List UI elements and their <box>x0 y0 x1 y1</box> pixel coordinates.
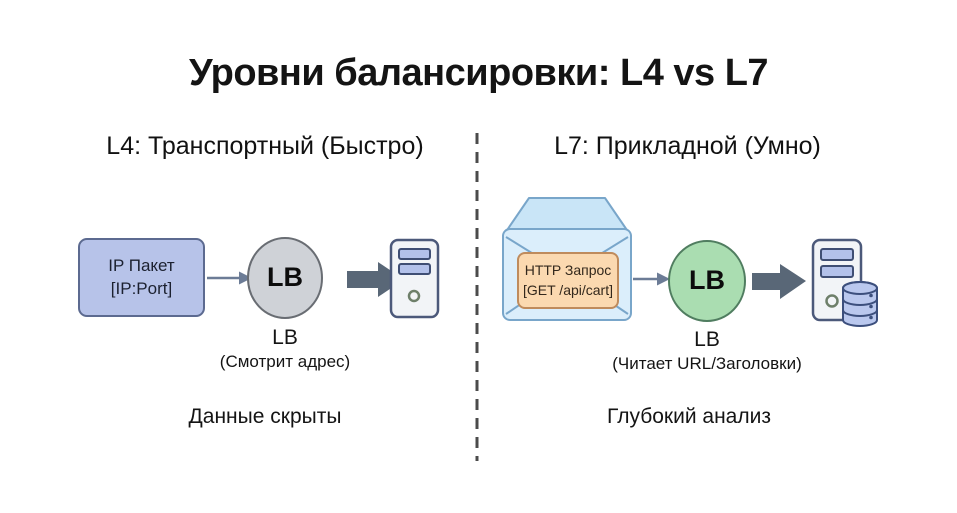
lb-node-l7 <box>668 240 746 322</box>
arrow-right-icon <box>207 271 252 285</box>
server-icon-l4 <box>389 238 440 319</box>
server-db-icon <box>811 238 878 327</box>
database-icon <box>842 281 878 327</box>
http-request-line1: HTTP Запрос <box>524 261 612 278</box>
l4-footer: Данные скрыты <box>188 405 342 428</box>
lb-caption-l7: LB (Читает URL/Заголовки) <box>587 328 827 374</box>
arrow-right-icon <box>633 272 670 286</box>
lb-caption-sub-l4: (Смотрит адрес) <box>219 352 351 371</box>
http-request-line2: [GET /api/cart] <box>523 281 613 298</box>
l4-heading: L4: Транспортный (Быстро) <box>106 132 424 160</box>
l7-heading: L7: Прикладной (Умно) <box>554 132 821 160</box>
ip-packet-box: IP Пакет [IP:Port] <box>78 238 205 317</box>
lb-caption-sub-l7: (Читает URL/Заголовки) <box>612 354 802 373</box>
page-title: Уровни балансировки: L4 vs L7 <box>188 52 769 94</box>
lb-node-l4 <box>247 237 323 319</box>
lb-caption-l4: LB (Смотрит адрес) <box>165 326 405 372</box>
ip-packet-line1: IP Пакет <box>108 255 175 275</box>
http-request-box: HTTP Запрос [GET /api/cart] <box>517 252 619 309</box>
ip-packet-line2: [IP:Port] <box>110 278 173 298</box>
l7-footer: Глубокий анализ <box>607 405 771 428</box>
lb-caption-title-l7: LB <box>694 328 720 351</box>
lb-caption-title-l4: LB <box>272 326 298 349</box>
arrow-thick-icon-l7 <box>752 264 806 299</box>
lb-circle-label-l7: LB <box>689 265 725 295</box>
lb-circle-label-l4: LB <box>267 262 303 292</box>
